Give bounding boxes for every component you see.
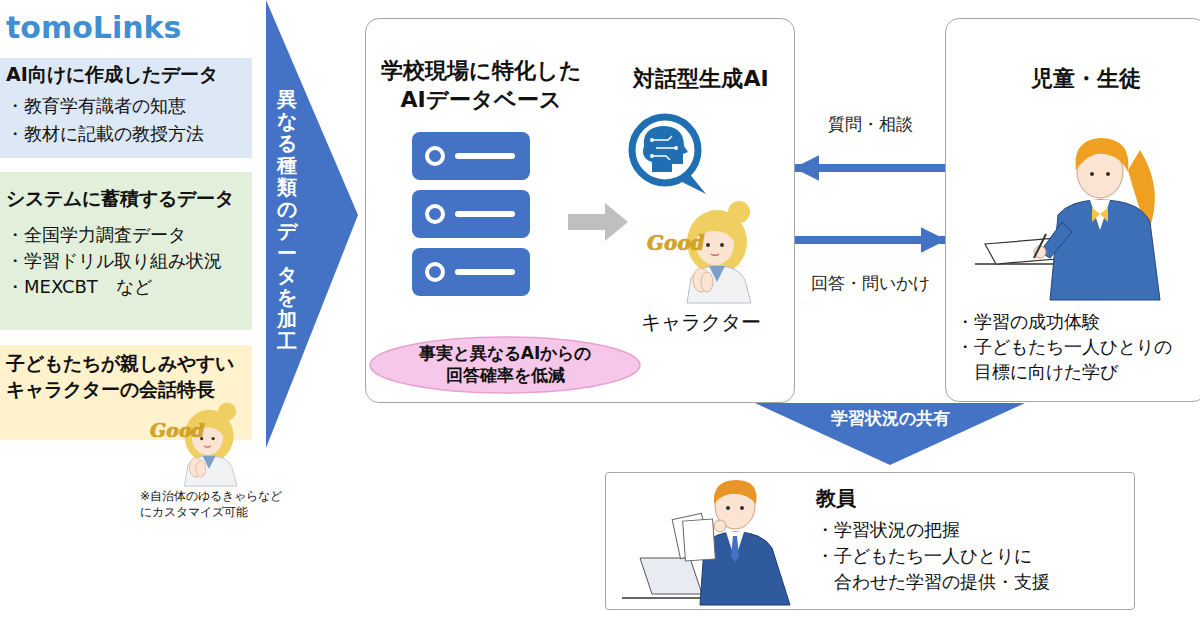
- box-heading: 子どもたちが親しみやすいキャラクターの会話特長: [6, 351, 246, 402]
- data-box: AI向けに作成したデータ・教育学有識者の知恵 ・教材に記載の教授方法: [0, 58, 252, 158]
- box-heading: システムに蓄積するデータ: [6, 186, 250, 212]
- triangle-text: 学習状況の共有: [815, 407, 965, 430]
- text-line: ・子どもたち一人ひとりの: [956, 334, 1200, 359]
- text-line: AIデータベース: [376, 86, 586, 115]
- note-text: ※自治体のゆるきゃらなどにカスタマイズ可能: [140, 489, 290, 520]
- speech-word: Good: [150, 418, 210, 444]
- flow-arrow: [568, 203, 628, 241]
- text-line: ・学習状況の把握: [816, 517, 1116, 543]
- text-line: 学校現場に特化した: [376, 57, 586, 86]
- logo-text: tomoLinks: [6, 8, 226, 49]
- teacher-box: 教員・学習状況の把握 ・子どもたち一人ひとりに 合わせた学習の提供・支援: [605, 472, 1135, 610]
- ai-icon: [632, 117, 706, 194]
- flow-arrow: [795, 236, 945, 244]
- text-line: ・学習の成功体験: [956, 309, 1200, 334]
- text-line: ・子どもたち一人ひとりに: [816, 543, 1116, 569]
- text-line: 合わせた学習の提供・支援: [816, 569, 1116, 595]
- icon-caption: キャラクター: [628, 309, 773, 336]
- box-body: ・全国学力調査データ ・学習ドリル取り組み状況 ・MEXCBT など: [6, 222, 250, 300]
- share-triangle: 学習状況の共有: [755, 403, 1025, 465]
- character-illustration: [687, 201, 751, 303]
- teacher-illustration: [622, 480, 790, 605]
- text-line: ・教材に記載の教授方法: [6, 120, 250, 148]
- box-heading: AI向けに作成したデータ: [6, 62, 250, 88]
- text-line: ・学習ドリル取り組み状況: [6, 248, 250, 274]
- box-heading: 児童・生徒: [958, 64, 1200, 94]
- box-heading: 学校現場に特化した AIデータベース: [376, 57, 586, 114]
- process-chevron: 異なる種類のデータを加工: [266, 0, 358, 448]
- character-illustration: [184, 402, 236, 486]
- box-body: ・教育学有識者の知恵 ・教材に記載の教授方法: [6, 92, 250, 148]
- ai-box: 学校現場に特化した AIデータベース対話型生成AIキャラクター事実と異なるAIか…: [365, 18, 795, 403]
- chevron-shape: [266, 0, 358, 448]
- box-heading: 教員: [816, 485, 916, 512]
- ellipse-shape: [370, 337, 640, 393]
- student-box: 児童・生徒・学習の成功体験 ・子どもたち一人ひとりの 目標に向けた学び: [945, 18, 1200, 402]
- data-box: 子どもたちが親しみやすいキャラクターの会話特長: [0, 345, 252, 440]
- text-line: ・教育学有識者の知恵: [6, 92, 250, 120]
- text-line: 事実と異なるAIからの: [405, 342, 605, 364]
- text-line: ・MEXCBT など: [6, 274, 250, 300]
- triangle-shape: [755, 403, 1025, 465]
- server-icon: [412, 132, 530, 296]
- text-line: 回答確率を低減: [405, 364, 605, 386]
- box-body: ・学習状況の把握 ・子どもたち一人ひとりに 合わせた学習の提供・支援: [816, 517, 1116, 595]
- student-illustration: [975, 138, 1160, 300]
- text-line: ・全国学力調査データ: [6, 222, 250, 248]
- speech-word: Good: [647, 230, 707, 257]
- flow-arrow: [795, 164, 945, 172]
- vertical-heading: 異なる種類のデータを加工: [277, 88, 297, 352]
- box-heading: 対話型生成AI: [616, 64, 786, 94]
- text-line: 目標に向けた学び: [956, 359, 1200, 384]
- note-ellipse: 事実と異なるAIからの 回答確率を低減: [369, 336, 641, 394]
- box-body: ・学習の成功体験 ・子どもたち一人ひとりの 目標に向けた学び: [956, 309, 1200, 385]
- edge-label: 質問・相談: [795, 113, 945, 136]
- ellipse-text: 事実と異なるAIからの 回答確率を低減: [405, 342, 605, 386]
- edge-label: 回答・問いかけ: [795, 272, 945, 295]
- data-box: システムに蓄積するデータ・全国学力調査データ ・学習ドリル取り組み状況 ・MEX…: [0, 172, 252, 330]
